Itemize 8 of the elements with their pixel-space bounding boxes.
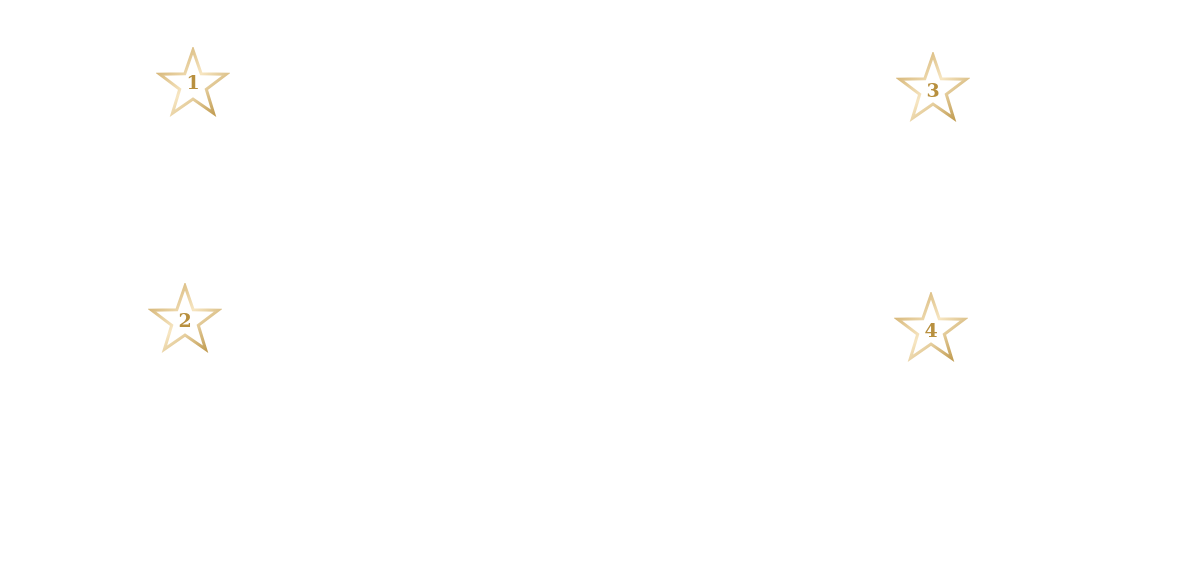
star-number: 2 — [177, 310, 193, 330]
star-outline — [148, 283, 222, 353]
star-outline — [156, 47, 230, 117]
star-number: 1 — [185, 72, 201, 92]
star-number: 3 — [925, 80, 941, 100]
star-number: 4 — [923, 320, 939, 340]
star-outline — [894, 292, 968, 362]
star-outline — [896, 52, 970, 122]
